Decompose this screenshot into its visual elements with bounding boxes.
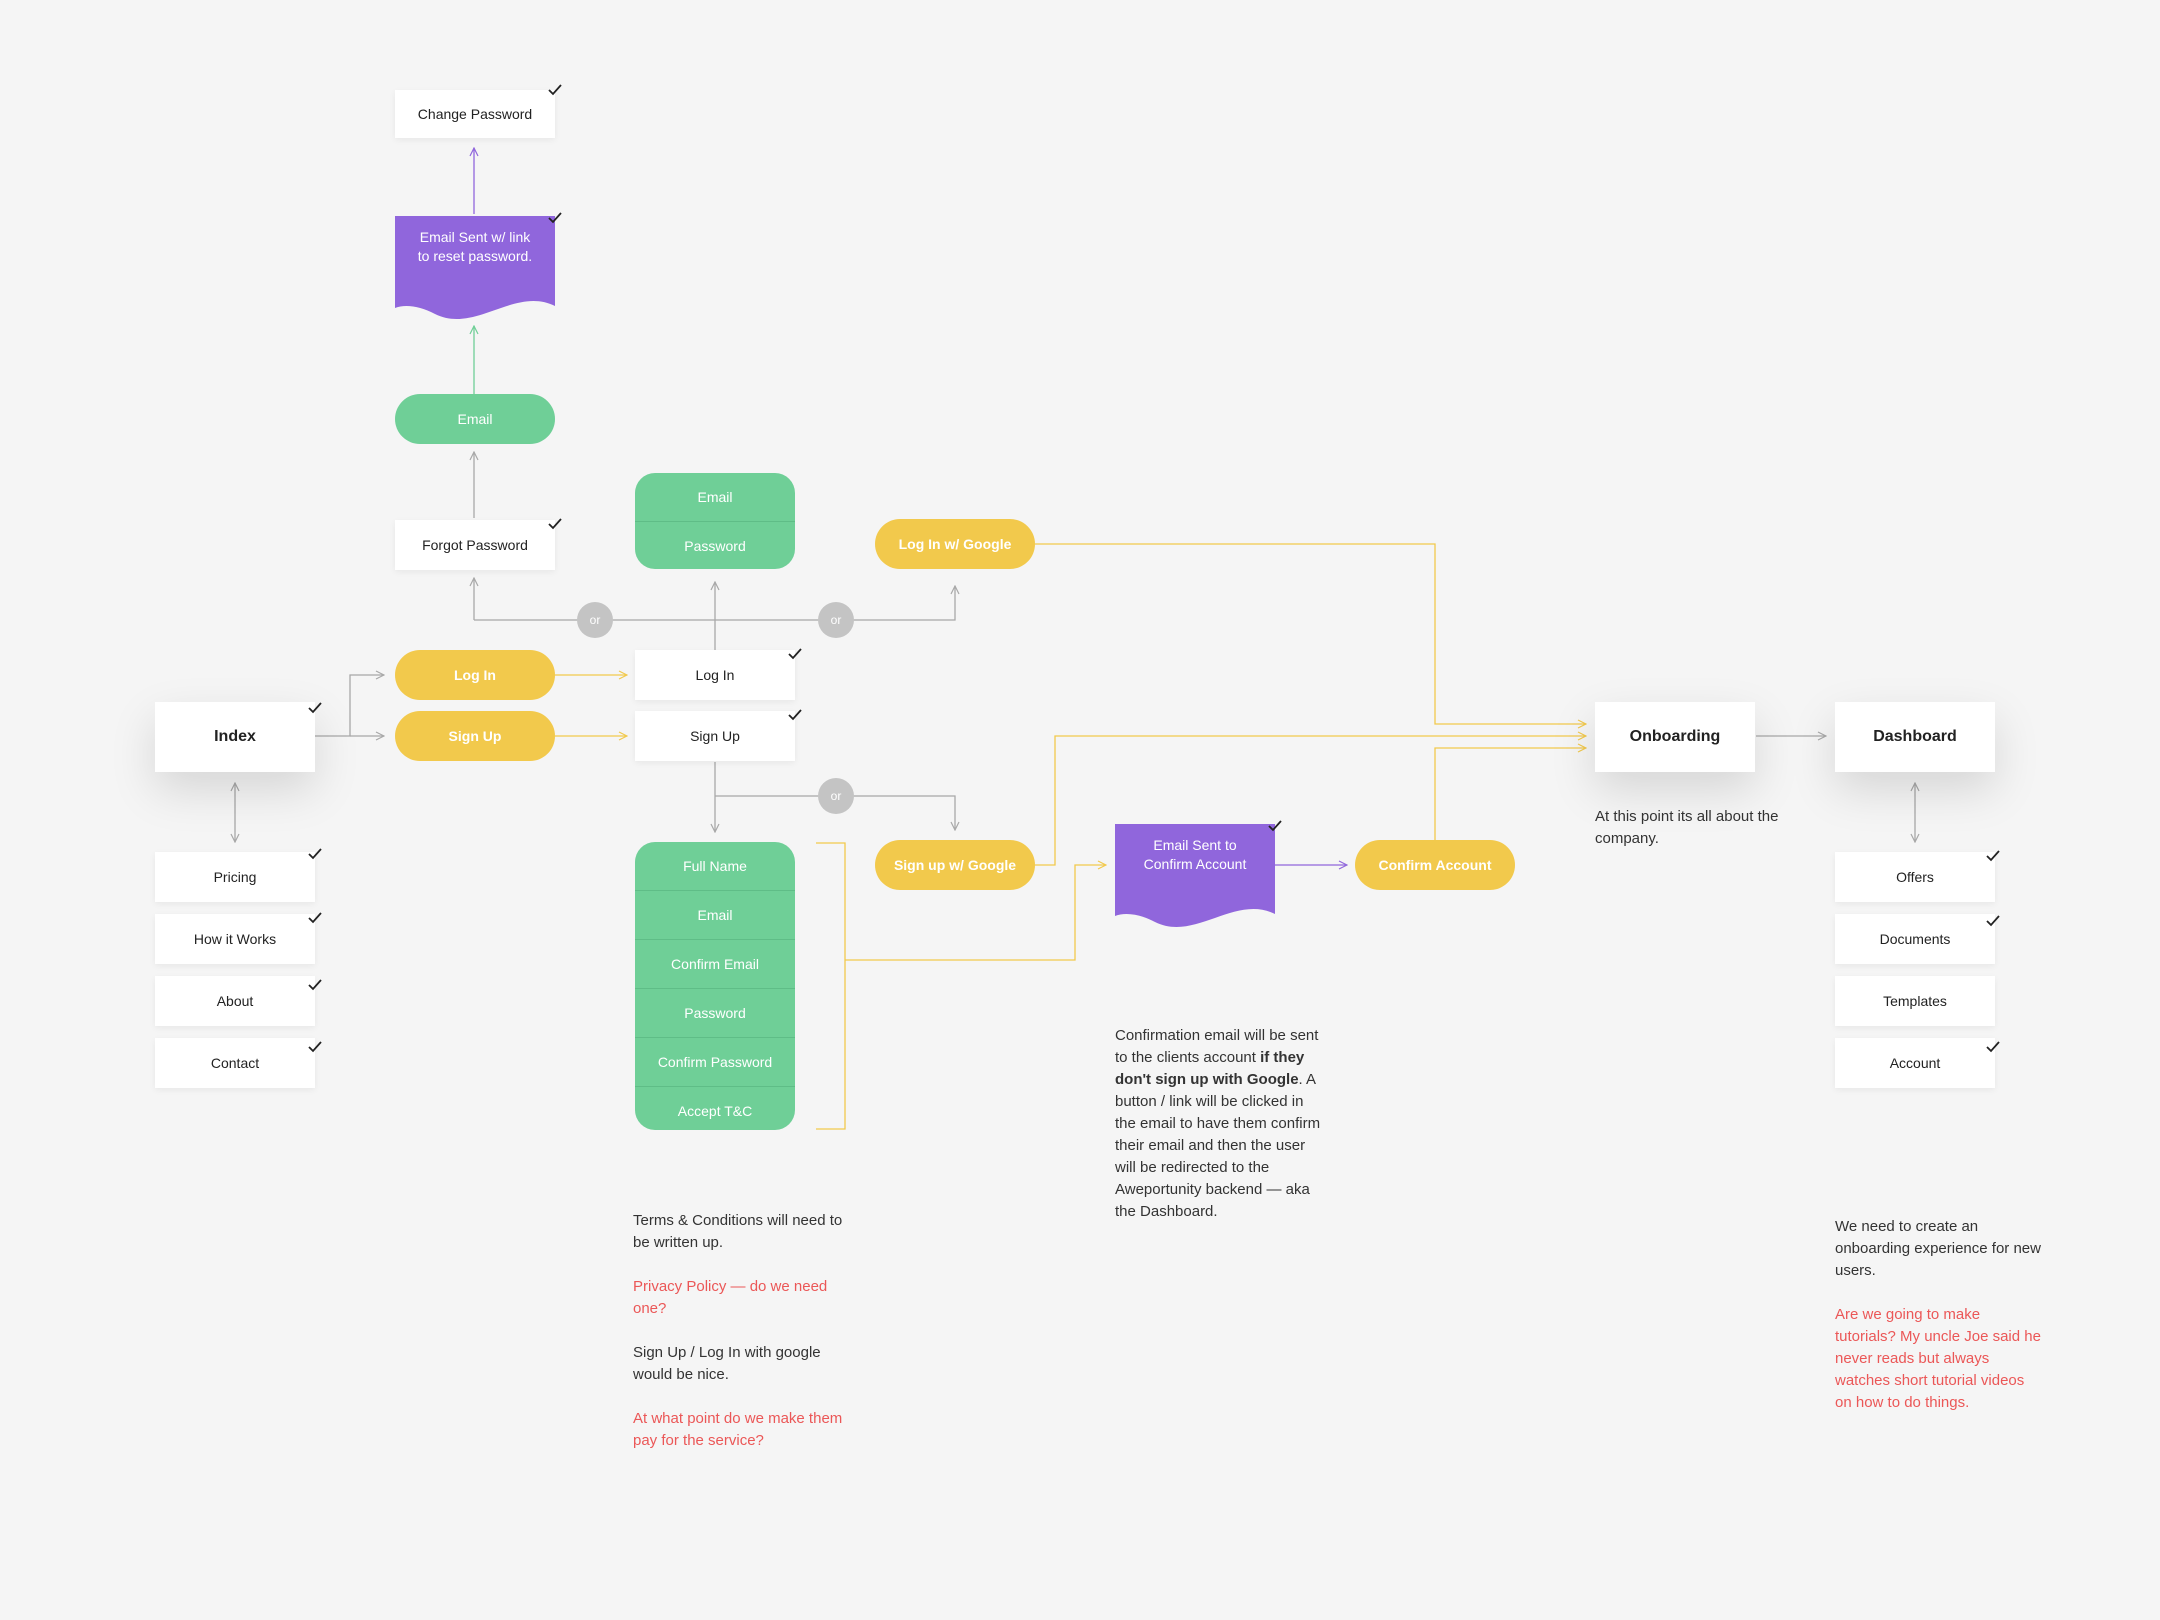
signup-notes: Terms & Conditions will need to be writt… — [633, 1210, 848, 1474]
tutorials-note: Are we going to make tutorials? My uncle… — [1835, 1306, 2041, 1411]
confirmation-note-bold: if they don't sign up with Google — [1115, 1049, 1305, 1088]
signup-password-field: Password — [635, 988, 795, 1037]
signup-confirm-email-field: Confirm Email — [635, 939, 795, 988]
check-icon — [788, 709, 802, 721]
confirmation-note: Confirmation email will be sent to the c… — [1115, 1025, 1325, 1223]
login-pill: Log In — [395, 650, 555, 700]
email-sent-confirm-node: Email Sent to Confirm Account — [1115, 824, 1275, 928]
or-connector: or — [577, 602, 613, 638]
check-icon — [788, 648, 802, 660]
check-icon — [308, 702, 322, 714]
check-icon — [308, 1041, 322, 1053]
check-icon — [1986, 850, 2000, 862]
signup-fullname-field: Full Name — [683, 858, 747, 874]
check-icon — [308, 979, 322, 991]
signup-confirm-password-field: Confirm Password — [635, 1037, 795, 1086]
check-icon — [1268, 820, 1282, 832]
onboarding-node: Onboarding — [1595, 702, 1755, 772]
login-google-node: Log In w/ Google — [875, 519, 1035, 569]
check-icon — [1986, 915, 2000, 927]
index-page-how-it-works: How it Works — [155, 914, 315, 964]
forgot-password-node: Forgot Password — [395, 520, 555, 570]
or-connector: or — [818, 602, 854, 638]
index-node: Index — [155, 702, 315, 772]
check-icon — [548, 518, 562, 530]
onboarding-need-note: We need to create an onboarding experien… — [1835, 1218, 2041, 1279]
email-sent-reset-label: Email Sent w/ link to reset password. — [417, 229, 533, 264]
confirmation-note-part1: Confirmation email will be sent to the c… — [1115, 1027, 1319, 1066]
login-fields-stack: Email Password — [635, 473, 795, 569]
dashboard-page-offers: Offers — [1835, 852, 1995, 902]
signup-fields-stack: Full Name Email Confirm Email Password C… — [635, 842, 795, 1130]
index-page-contact: Contact — [155, 1038, 315, 1088]
login-email-field: Email — [697, 489, 733, 505]
confirm-account-node: Confirm Account — [1355, 840, 1515, 890]
check-icon — [548, 84, 562, 96]
login-password-field: Password — [635, 521, 795, 569]
check-icon — [308, 848, 322, 860]
or-connector: or — [818, 778, 854, 814]
confirmation-note-part2: . A button / link will be clicked in the… — [1115, 1071, 1321, 1220]
dashboard-page-documents: Documents — [1835, 914, 1995, 964]
change-password-node: Change Password — [395, 90, 555, 138]
check-icon — [308, 912, 322, 924]
check-icon — [548, 212, 562, 224]
index-page-about: About — [155, 976, 315, 1026]
signup-google-node: Sign up w/ Google — [875, 840, 1035, 890]
login-box-node: Log In — [635, 650, 795, 700]
index-page-pricing: Pricing — [155, 852, 315, 902]
check-icon — [1986, 1041, 2000, 1053]
signup-email-field: Email — [635, 890, 795, 939]
terms-note: Terms & Conditions will need to be writt… — [633, 1212, 843, 1251]
signup-accept-tc-field: Accept T&C — [635, 1086, 795, 1130]
dashboard-notes: We need to create an onboarding experien… — [1835, 1216, 2045, 1436]
privacy-note: Privacy Policy — do we need one? — [633, 1278, 828, 1317]
signup-pill: Sign Up — [395, 711, 555, 761]
onboarding-note: At this point its all about the company. — [1595, 808, 1779, 847]
google-note: Sign Up / Log In with google would be ni… — [633, 1344, 821, 1383]
email-sent-reset-node: Email Sent w/ link to reset password. — [395, 216, 555, 320]
dashboard-page-account: Account — [1835, 1038, 1995, 1088]
pay-note: At what point do we make them pay for th… — [633, 1410, 843, 1449]
signup-box-node: Sign Up — [635, 711, 795, 761]
dashboard-page-templates: Templates — [1835, 976, 1995, 1026]
email-sent-confirm-label: Email Sent to Confirm Account — [1143, 837, 1247, 872]
dashboard-node: Dashboard — [1835, 702, 1995, 772]
reset-email-node: Email — [395, 394, 555, 444]
